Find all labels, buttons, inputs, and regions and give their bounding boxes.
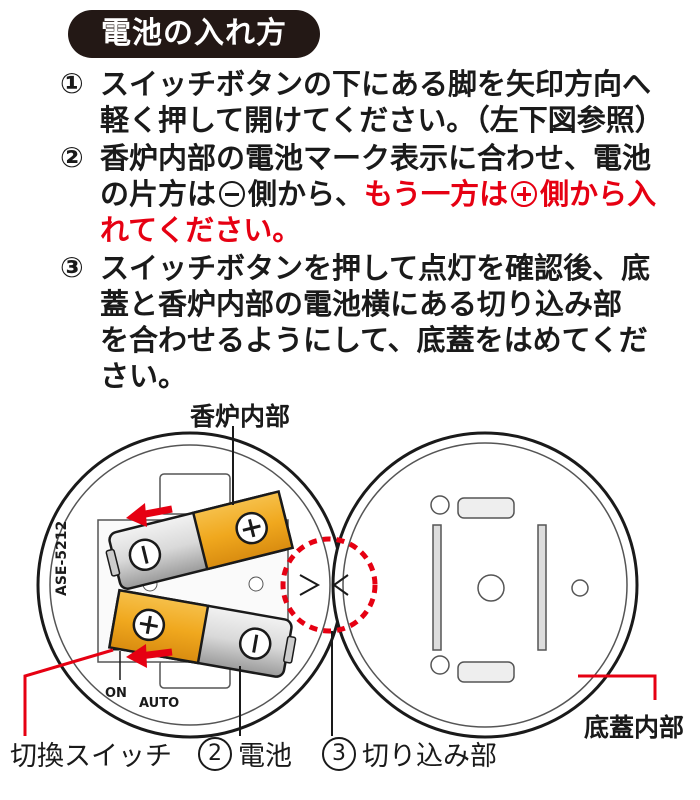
battery-number-badge: 2 bbox=[198, 736, 232, 771]
notch-number-badge: 3 bbox=[322, 736, 356, 771]
caption-switch: 切換スイッチ bbox=[10, 741, 172, 772]
caption-notch: 3 切り込み部 bbox=[322, 734, 497, 773]
caption-battery-text: 電池 bbox=[238, 741, 292, 772]
caption-notch-text: 切り込み部 bbox=[362, 741, 497, 772]
label-incense-interior: 香炉内部 bbox=[190, 402, 291, 431]
step-2-line-3-red: れてください。 bbox=[100, 213, 302, 247]
instructions: ① スイッチボタンの下にある脚を矢印方向へ 軽く押して開けてください。（左下図参… bbox=[60, 66, 690, 396]
step-2-line-2-red-b: 側から入 bbox=[540, 177, 657, 211]
step-1-line-1: スイッチボタンの下にある脚を矢印方向へ bbox=[100, 67, 652, 101]
battery-top bbox=[105, 490, 295, 590]
section-title: 電池の入れ方 bbox=[68, 10, 320, 58]
step-3-line-1: スイッチボタンを押して点灯を確認後、底 bbox=[100, 251, 651, 285]
model-number: ASE-5212 bbox=[54, 520, 70, 596]
bottom-lid-interior bbox=[331, 431, 639, 739]
switch-on-label: ON bbox=[105, 686, 127, 701]
plus-icon bbox=[511, 181, 538, 207]
incense-burner-interior bbox=[36, 431, 344, 739]
step-3-line-3: を合わせるようにして、底蓋をはめてくだ bbox=[100, 323, 648, 357]
caption-battery: 2 電池 bbox=[198, 734, 292, 773]
step-1-number: ① bbox=[60, 67, 84, 100]
minus-icon bbox=[219, 181, 246, 207]
step-2-line-2b: 側から、 bbox=[248, 177, 365, 211]
step-3-line-2: 蓋と香炉内部の電池横にある切り込み部 bbox=[100, 287, 623, 321]
step-1: ① スイッチボタンの下にある脚を矢印方向へ 軽く押して開けてください。（左下図参… bbox=[60, 66, 690, 138]
step-3-number: ③ bbox=[60, 251, 84, 284]
step-2-line-1: 香炉内部の電池マーク表示に合わせ、電池 bbox=[100, 141, 652, 175]
step-2: ② 香炉内部の電池マーク表示に合わせ、電池 の片方は側から、もう一方は側から入 … bbox=[60, 140, 690, 248]
step-3-line-4: さい。 bbox=[100, 359, 188, 393]
step-2-line-2-red: もう一方は bbox=[364, 177, 509, 211]
notch-highlight bbox=[280, 536, 378, 634]
step-2-line-2a: の片方は bbox=[100, 177, 217, 211]
label-bottom-lid: 底蓋内部 bbox=[584, 713, 685, 742]
step-1-line-2: 軽く押して開けてください。（左下図参照） bbox=[100, 103, 664, 137]
step-2-number: ② bbox=[60, 141, 84, 174]
switch-auto-label: AUTO bbox=[139, 696, 180, 711]
step-3: ③ スイッチボタンを押して点灯を確認後、底 蓋と香炉内部の電池横にある切り込み部… bbox=[60, 250, 690, 394]
